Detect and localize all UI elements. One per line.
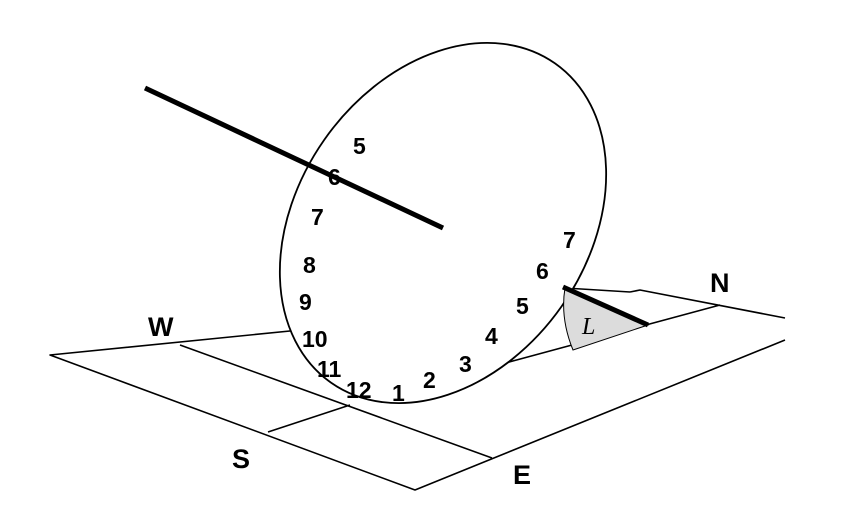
latitude-angle bbox=[563, 287, 650, 351]
north-inner-edge bbox=[564, 287, 631, 293]
compass-north: N bbox=[710, 268, 730, 298]
dial-face bbox=[278, 42, 608, 404]
north-corner bbox=[629, 289, 786, 319]
compass-west: W bbox=[148, 312, 174, 342]
ground-plane bbox=[49, 329, 786, 491]
hour-label: 7 bbox=[563, 227, 576, 253]
hour-label: 6 bbox=[536, 258, 549, 284]
latitude-label: L bbox=[581, 314, 595, 340]
hour-label: 9 bbox=[299, 289, 312, 315]
hour-label: 8 bbox=[303, 252, 316, 278]
south-line bbox=[267, 404, 351, 433]
hour-label: 3 bbox=[459, 351, 472, 377]
hour-label: 6 bbox=[328, 164, 341, 190]
compass-east: E bbox=[513, 460, 531, 490]
gnomon-lower bbox=[561, 284, 650, 328]
hour-label: 4 bbox=[485, 323, 498, 349]
hour-label: 10 bbox=[302, 326, 328, 352]
compass-south: S bbox=[232, 444, 250, 474]
west-east-line bbox=[179, 344, 493, 459]
gnomon-upper bbox=[143, 85, 445, 231]
hour-label: 12 bbox=[346, 377, 372, 403]
hour-label: 5 bbox=[516, 293, 529, 319]
hour-label: 11 bbox=[317, 356, 342, 382]
hour-label: 7 bbox=[311, 204, 324, 230]
hour-label: 1 bbox=[392, 380, 405, 406]
hour-label: 5 bbox=[353, 133, 366, 159]
hour-label: 2 bbox=[423, 367, 436, 393]
